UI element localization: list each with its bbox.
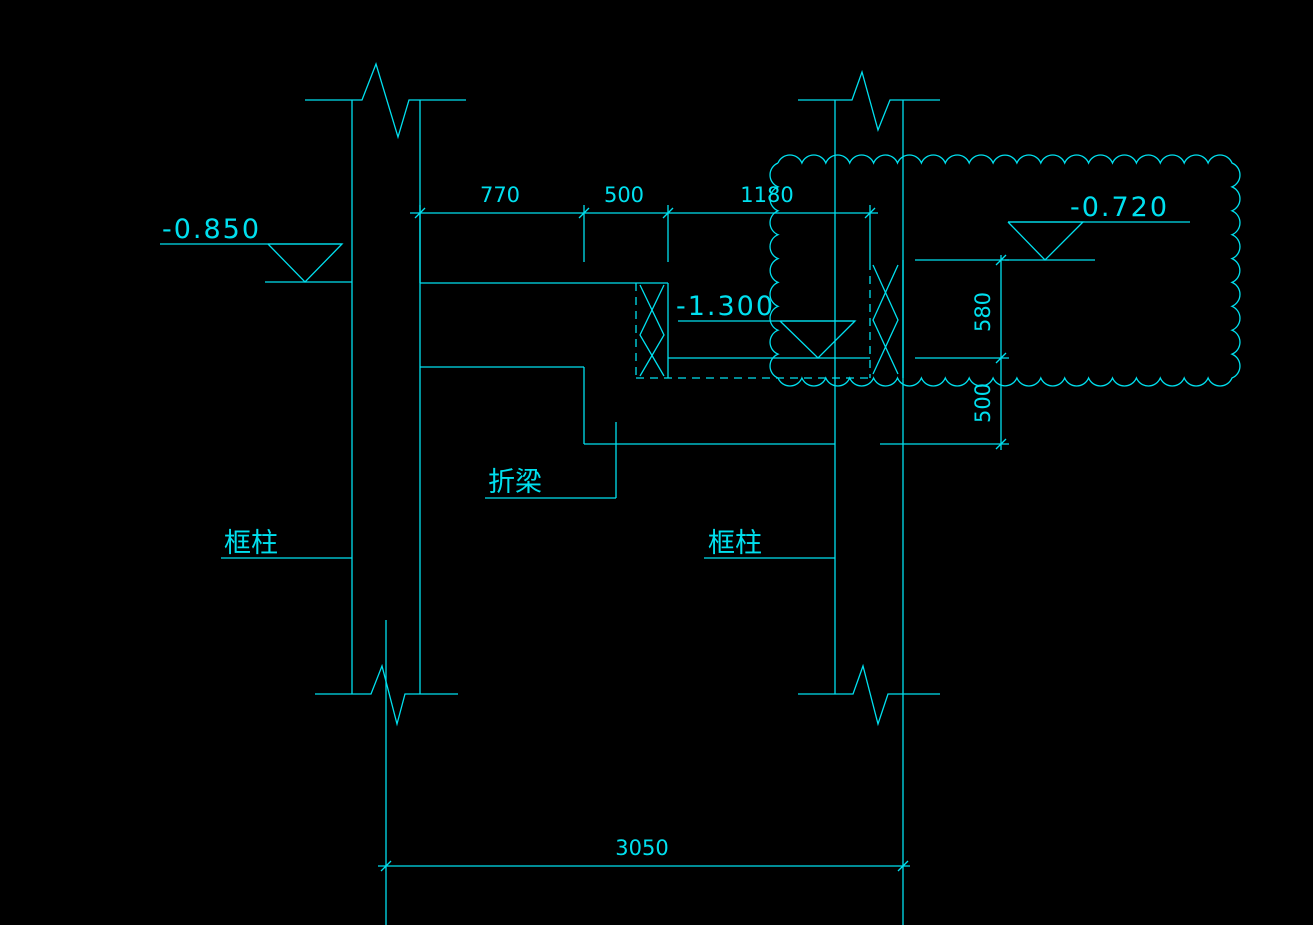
- section-break-left: [639, 284, 665, 377]
- elevation-center-text: -1.300: [676, 291, 775, 322]
- label-column-right: 框柱: [704, 528, 835, 559]
- bottom-dimension: 3050: [378, 620, 910, 925]
- dim-770: 770: [480, 183, 520, 207]
- dim-500-vertical: 500: [971, 383, 995, 423]
- revision-cloud: [769, 154, 1241, 387]
- elevation-marker-left: -0.850: [160, 214, 352, 283]
- label-column-left: 框柱: [221, 528, 352, 559]
- vertical-dimension-chain: 580 500: [880, 254, 1009, 450]
- elevation-left-text: -0.850: [162, 214, 261, 245]
- dim-1180: 1180: [740, 183, 793, 207]
- left-column-top-break: [305, 62, 466, 140]
- right-column: [798, 69, 940, 925]
- column-right-text: 框柱: [708, 528, 762, 559]
- dim-500-top: 500: [604, 183, 644, 207]
- label-bent-beam: 折梁: [485, 422, 617, 499]
- dim-3050: 3050: [615, 836, 668, 860]
- column-left-text: 框柱: [224, 528, 278, 559]
- top-dimension-chain: 770 500 1180: [410, 183, 878, 283]
- right-column-top-break: [798, 69, 940, 133]
- elevation-right-text: -0.720: [1070, 192, 1169, 223]
- dim-580: 580: [971, 292, 995, 332]
- left-column: [305, 62, 466, 727]
- elevation-marker-center: -1.300: [676, 291, 857, 359]
- bent-beam: [420, 260, 904, 445]
- elevation-marker-right: -0.720: [1005, 192, 1190, 261]
- section-break-right: [872, 264, 899, 375]
- bent-beam-text: 折梁: [488, 467, 542, 498]
- left-column-bottom-break: [315, 663, 458, 727]
- right-column-bottom-break: [798, 663, 940, 727]
